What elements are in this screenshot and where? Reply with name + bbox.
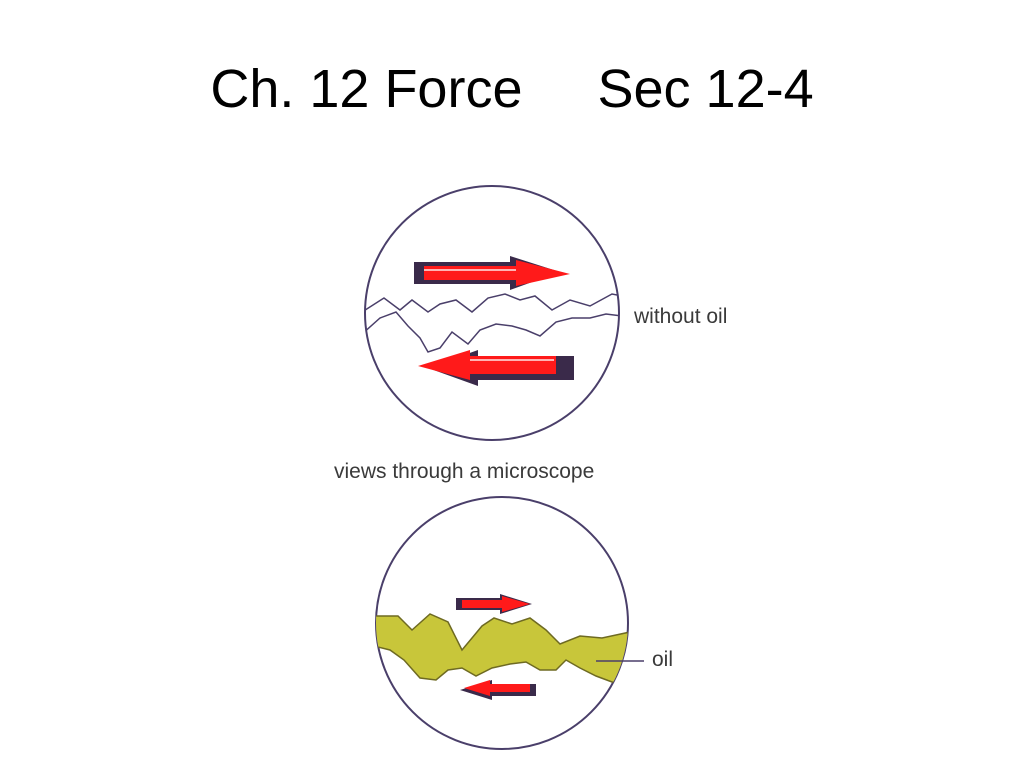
oil-layer: [376, 613, 628, 685]
arrow-right-large: [414, 256, 570, 290]
title-section: Sec 12-4: [597, 59, 814, 119]
view-with-oil: [375, 496, 629, 750]
arrow-left-small: [460, 680, 536, 700]
top-view-circle: [364, 185, 620, 441]
lower-surface-line: [365, 311, 619, 353]
title-chapter: Ch. 12 Force: [210, 59, 523, 119]
view-without-oil: [364, 185, 620, 441]
slide-title: Ch. 12 Force Sec 12-4: [0, 62, 1024, 116]
label-without-oil: without oil: [633, 305, 727, 328]
label-oil: oil: [652, 648, 673, 671]
arrow-right-small: [456, 594, 532, 614]
label-views: views through a microscope: [334, 460, 594, 483]
arrow-left-large: [418, 350, 574, 386]
upper-surface-line: [365, 293, 619, 313]
